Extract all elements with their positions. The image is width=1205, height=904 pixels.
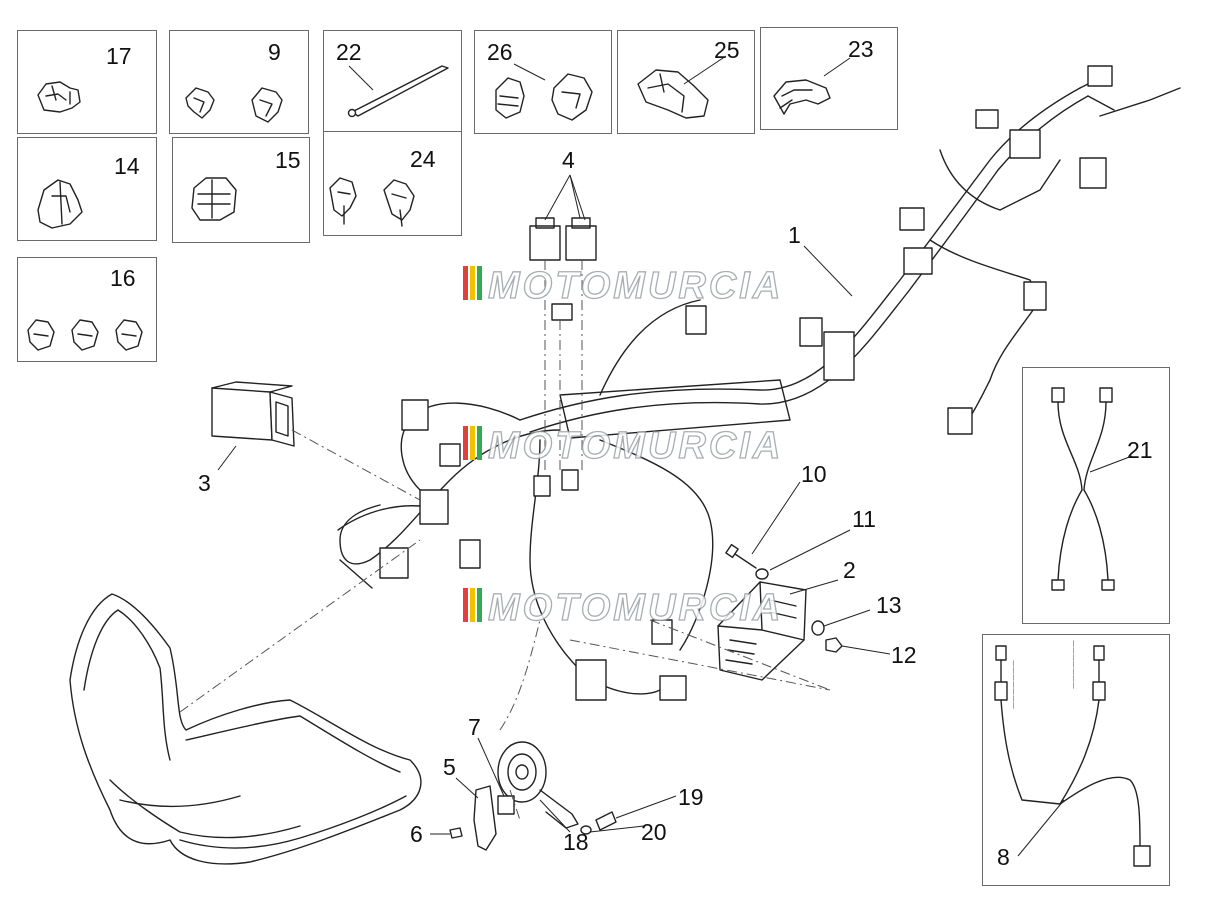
svg-text:MOTOMURCIA: MOTOMURCIA — [488, 587, 783, 629]
washer-13[interactable] — [811, 609, 871, 636]
part-number-17: 17 — [106, 43, 132, 69]
bolt-19[interactable] — [595, 795, 677, 831]
callout-7[interactable]: 7 — [468, 714, 481, 740]
watermark-middle: MOTOMURCIA — [463, 424, 783, 468]
part-number-14: 14 — [114, 153, 140, 179]
clip-part-14-drawing[interactable] — [37, 179, 83, 229]
voltage-regulator-2[interactable] — [717, 579, 839, 681]
clip-part-16-drawing[interactable] — [27, 319, 143, 351]
part-number-24: 24 — [410, 146, 436, 172]
callout-20[interactable]: 20 — [641, 819, 667, 845]
callout-10[interactable]: 10 — [801, 461, 827, 487]
clip-part-9-drawing[interactable] — [185, 87, 283, 123]
main-wiring-harness[interactable] — [337, 65, 1181, 701]
part-number-23: 23 — [848, 36, 874, 62]
callout-5[interactable]: 5 — [443, 754, 456, 780]
callout-3[interactable]: 3 — [198, 470, 211, 496]
part-number-16: 16 — [110, 265, 136, 291]
headlight-assembly[interactable] — [69, 539, 422, 865]
bolt-10[interactable] — [725, 481, 801, 569]
bracket-5[interactable] — [455, 777, 497, 851]
inset-box-26[interactable]: 26 — [474, 30, 612, 134]
clip-part-17-drawing[interactable] — [37, 81, 81, 113]
part-number-26: 26 — [487, 39, 513, 65]
inset-box-14[interactable]: 14 — [17, 137, 157, 241]
callout-19[interactable]: 19 — [678, 784, 704, 810]
callout-13[interactable]: 13 — [876, 592, 902, 618]
watermark-bottom: MOTOMURCIA — [463, 586, 783, 630]
callout-12[interactable]: 12 — [891, 642, 917, 668]
callout-6[interactable]: 6 — [410, 821, 423, 847]
inset-box-22[interactable]: 22 — [323, 30, 462, 134]
callout-18[interactable]: 18 — [563, 829, 589, 855]
inset-box-9[interactable]: 9 — [169, 30, 309, 134]
clip-part-15-drawing[interactable] — [191, 177, 237, 221]
adapter-cable-21-drawing[interactable] — [1051, 387, 1133, 591]
clip-nut-7[interactable] — [477, 737, 515, 815]
inset-box-21[interactable]: 21 — [1022, 367, 1170, 624]
inset-box-17[interactable]: 17 — [17, 30, 157, 134]
wiring-8-drawing[interactable]: ——————— ——————— — [994, 640, 1151, 867]
clip-part-23-drawing[interactable] — [773, 57, 851, 115]
inset-box-15[interactable]: 15 — [172, 137, 310, 243]
part-number-9: 9 — [268, 39, 281, 65]
washer-20[interactable] — [580, 825, 645, 835]
clip-part-25-drawing[interactable] — [637, 55, 727, 119]
svg-text:MOTOMURCIA: MOTOMURCIA — [488, 265, 783, 307]
part-number-15: 15 — [275, 147, 301, 173]
callout-11[interactable]: 11 — [852, 506, 876, 532]
watermark-top: MOTOMURCIA — [463, 264, 783, 308]
part-number-22: 22 — [336, 39, 362, 65]
nut-12[interactable] — [825, 637, 891, 655]
part-number-8: 8 — [997, 844, 1010, 870]
relay-pair-4[interactable] — [529, 174, 597, 470]
cable-tie-22-drawing[interactable] — [347, 65, 449, 118]
svg-text:———————: ——————— — [1010, 660, 1018, 709]
washer-11[interactable] — [755, 529, 851, 580]
horn-18[interactable] — [497, 741, 579, 833]
clip-part-24-drawing[interactable] — [329, 177, 415, 227]
part-number-25: 25 — [714, 37, 740, 63]
svg-text:———————: ——————— — [1070, 640, 1078, 689]
inset-box-8[interactable]: 8 — [982, 634, 1170, 886]
callout-1[interactable]: 1 — [788, 222, 801, 248]
callout-2[interactable]: 2 — [843, 557, 856, 583]
callout-4[interactable]: 4 — [562, 147, 575, 173]
control-module-3[interactable] — [211, 381, 421, 501]
svg-text:MOTOMURCIA: MOTOMURCIA — [488, 425, 783, 467]
part-number-21: 21 — [1127, 437, 1153, 463]
clip-part-26-drawing[interactable] — [495, 63, 593, 121]
screw-6[interactable] — [430, 827, 463, 839]
